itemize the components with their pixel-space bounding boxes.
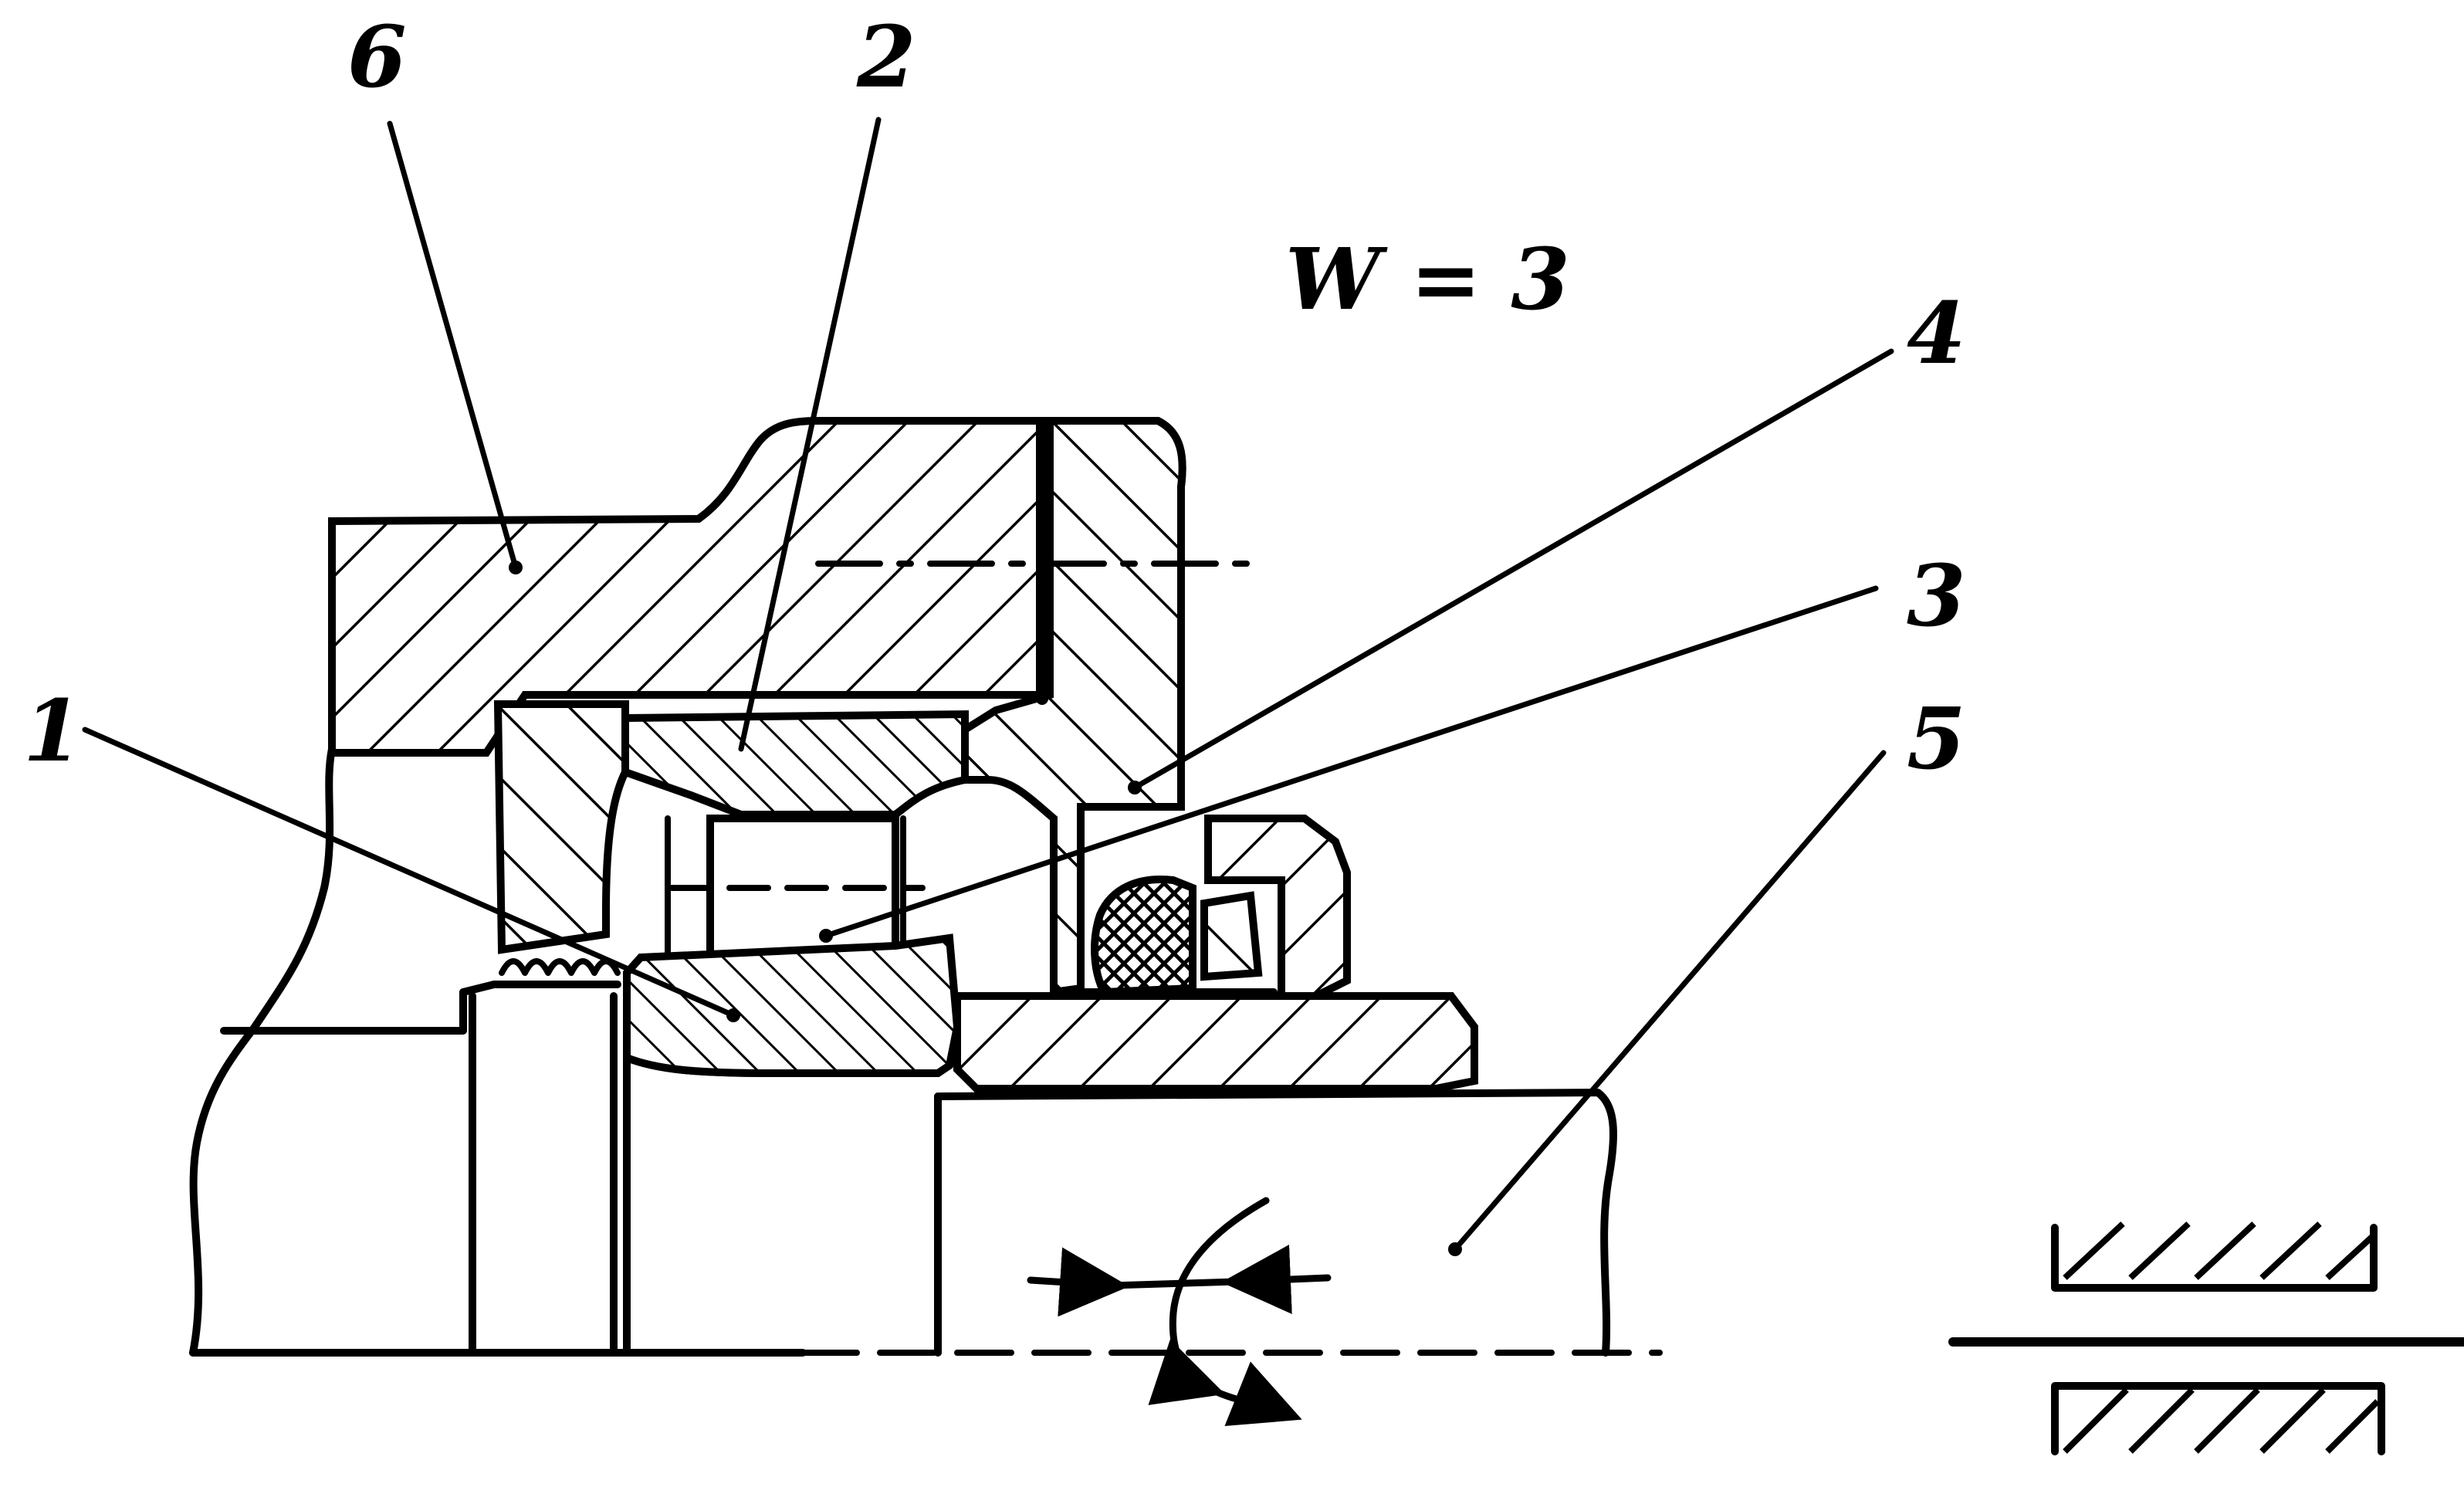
joint-symbol — [1948, 1221, 2464, 1455]
shaft — [189, 745, 1663, 1357]
housing-part-6 — [328, 417, 1261, 997]
callout-2: 2 — [856, 7, 916, 107]
motion-arrows — [1027, 1197, 1332, 1427]
leader-lines — [82, 117, 1894, 1256]
callout-3: 3 — [1907, 546, 1966, 645]
callout-1: 1 — [23, 681, 83, 781]
spring-coils — [499, 958, 621, 976]
callout-4: 4 — [1907, 283, 1966, 383]
callout-5: 5 — [1907, 689, 1966, 788]
rolling-element-part-3 — [665, 815, 926, 961]
nut-part-4 — [953, 815, 1478, 1093]
left-ring — [493, 700, 629, 954]
callout-6: 6 — [347, 7, 407, 107]
outer-race-part-2 — [621, 710, 969, 818]
inner-race-part-1 — [623, 933, 962, 1077]
formula-label: W = 3 — [1285, 229, 1570, 329]
